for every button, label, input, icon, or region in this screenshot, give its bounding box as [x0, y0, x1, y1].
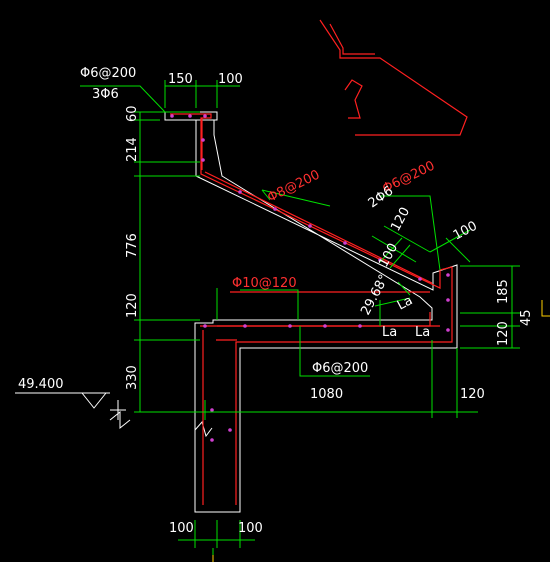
dim-left-60: 60: [125, 105, 140, 122]
la-label-3: La: [395, 293, 415, 313]
top-rebar-count-label: 3Φ6: [92, 87, 119, 102]
labels: Φ6@200 3Φ6 Φ8@200 Φ6@200 2Φ6 Φ10@120 Φ6@…: [18, 66, 437, 392]
dim-top-100: 100: [218, 72, 243, 87]
dim-right-120: 120: [496, 321, 511, 346]
rebar-lines: [170, 113, 453, 505]
yellow-markers: [212, 300, 550, 562]
dimension-texts: 150 100 60 214 776 120 330 100 120 100 1…: [125, 72, 534, 536]
dim-bottom-120: 120: [460, 387, 485, 402]
slab-bottom-rebar-label: Φ6@200: [312, 361, 368, 376]
la-label-1: La: [382, 325, 397, 340]
la-label-2: La: [415, 325, 430, 340]
dimension-lines: [80, 80, 520, 562]
dim-wall-right-100: 100: [238, 521, 263, 536]
rebar-dots: [170, 114, 450, 442]
dim-slope-120: 120: [388, 205, 413, 234]
dim-left-330: 330: [125, 365, 140, 390]
dim-left-120: 120: [125, 293, 140, 318]
slab-top-rebar-label: Φ10@120: [232, 276, 297, 291]
top-rebar-spec-label: Φ6@200: [80, 66, 136, 81]
concrete-outline: [164, 111, 458, 513]
angle-label: 29.68°: [358, 272, 392, 318]
slope-rebar-spec-label: Φ8@200: [265, 167, 322, 205]
elevation-marker: [15, 392, 131, 430]
dim-right-45: 45: [519, 309, 534, 326]
dim-left-776: 776: [125, 233, 140, 258]
dim-right-185: 185: [496, 279, 511, 304]
hook-detail-sketch: [319, 19, 468, 136]
dim-bottom-1080: 1080: [310, 387, 343, 402]
elevation-label: 49.400: [18, 377, 64, 392]
dim-left-214: 214: [125, 137, 140, 162]
dim-right-top-100: 100: [451, 219, 480, 244]
dim-top-150: 150: [168, 72, 193, 87]
dim-wall-left-100: 100: [169, 521, 194, 536]
